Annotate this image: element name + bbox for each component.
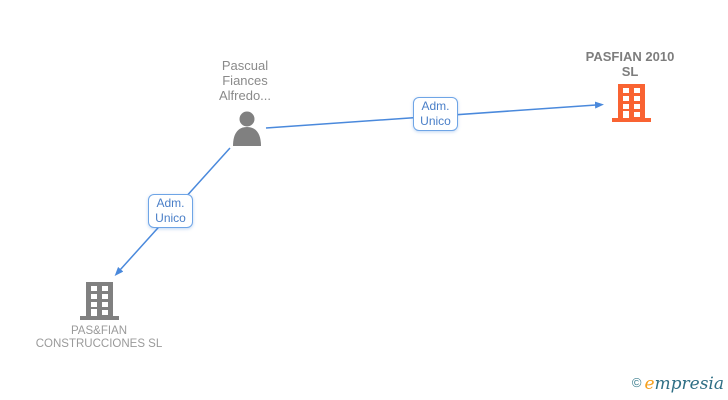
relation-label-adm-unico-2: Adm. Unico xyxy=(148,194,193,228)
brand-letter-e: e xyxy=(644,374,655,394)
building-icon[interactable] xyxy=(612,84,651,122)
company-name-pasfian-construcciones[interactable]: PAS&FIAN CONSTRUCCIONES SL xyxy=(35,325,163,350)
building-icon[interactable] xyxy=(80,282,119,320)
empresia-logo[interactable]: ©empresia xyxy=(632,374,724,394)
person-name[interactable]: Pascual Fiances Alfredo... xyxy=(218,58,272,103)
person-icon[interactable] xyxy=(231,111,263,146)
copyright-symbol: © xyxy=(631,375,642,390)
brand-rest-text: mpresia xyxy=(654,374,725,394)
relation-label-adm-unico-1: Adm. Unico xyxy=(413,97,458,131)
company-name-pasfian-2010[interactable]: PASFIAN 2010 SL xyxy=(585,49,675,79)
brand-wordmark: empresia xyxy=(644,374,724,394)
